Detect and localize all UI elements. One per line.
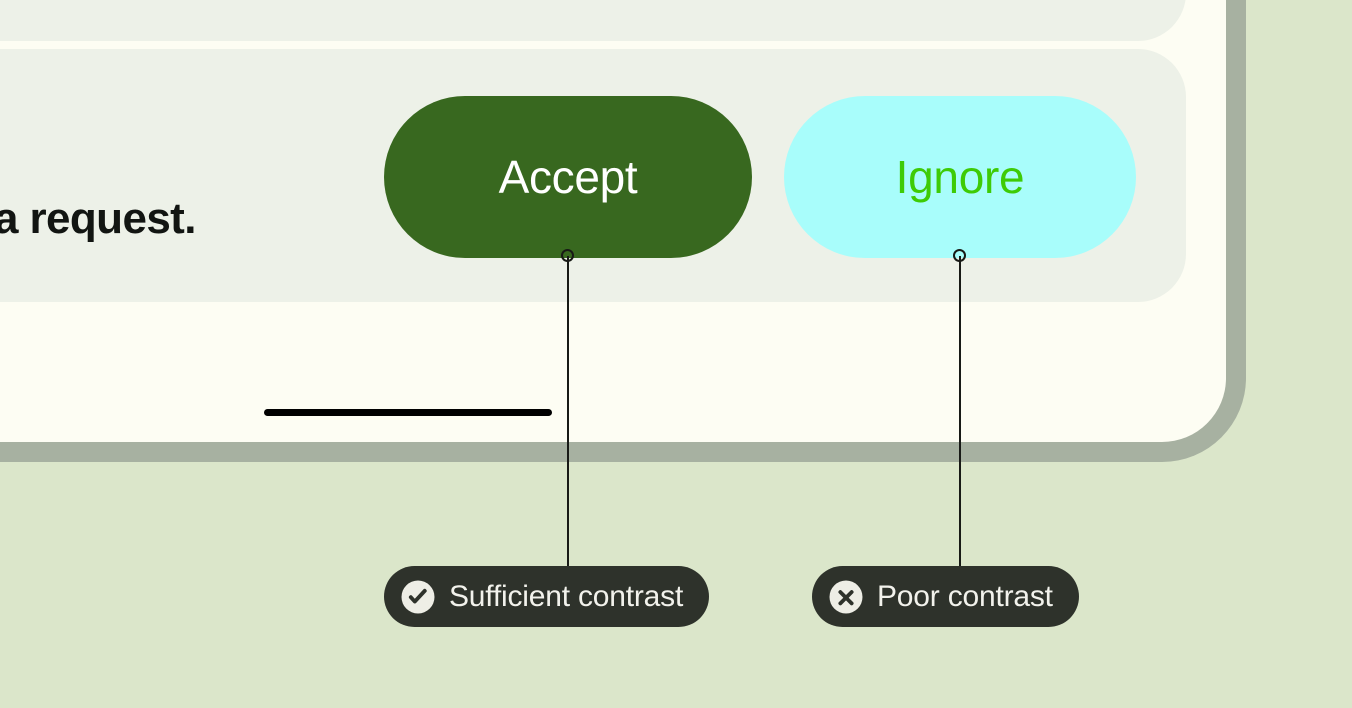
x-circle-icon [829,580,863,613]
callout-poor-contrast: Poor contrast [812,566,1079,627]
leader-marker-ignore-icon [953,249,966,262]
callout-sufficient-label: Sufficient contrast [449,579,684,613]
callout-poor-label: Poor contrast [877,579,1053,613]
accept-button[interactable]: Accept [384,96,752,258]
horizontal-rule [264,409,552,416]
leader-marker-accept-icon [561,249,574,262]
dialog-body-text: a request. [0,194,196,243]
leader-line-accept [567,256,569,566]
dialog-content-row: a request. Accept Ignore [0,49,1186,302]
check-circle-icon [401,580,435,613]
ignore-button[interactable]: Ignore [784,96,1136,258]
inner-panel-upper [0,0,1186,41]
callout-sufficient-contrast: Sufficient contrast [384,566,710,627]
leader-line-ignore [959,256,961,566]
